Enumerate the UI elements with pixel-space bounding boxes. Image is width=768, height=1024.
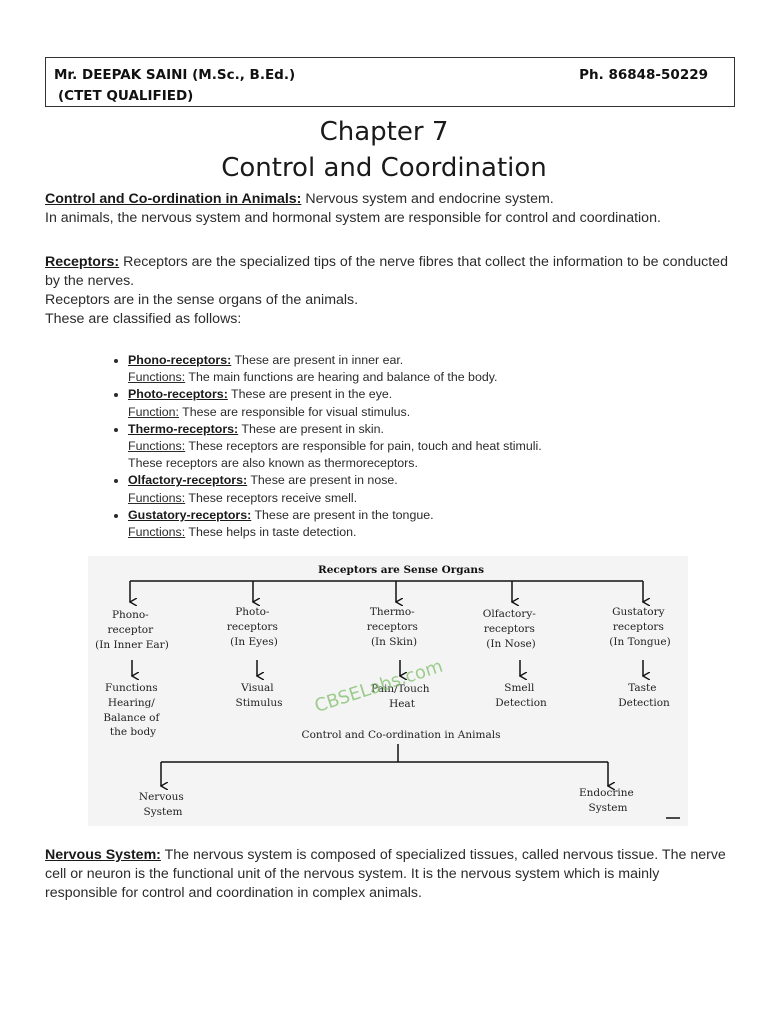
- receptor-desc: These are present in inner ear.: [231, 353, 404, 367]
- receptors-line2: Receptors are in the sense organs of the…: [45, 292, 359, 308]
- receptor-desc: These are present in nose.: [247, 473, 398, 488]
- chapter-number: Chapter 7: [319, 117, 449, 147]
- intro-paragraph: Control and Co-ordination in Animals: Ne…: [45, 190, 735, 228]
- intro-text: Nervous system and endocrine system.: [301, 191, 554, 207]
- function-text: The main functions are hearing and balan…: [185, 370, 498, 385]
- chapter-title: Control and Coordination: [221, 153, 547, 183]
- function-text: These helps in taste detection.: [185, 525, 357, 540]
- author-header: Mr. DEEPAK SAINI (M.Sc., B.Ed.) (CTET QU…: [45, 57, 735, 107]
- nervous-system-paragraph: Nervous System: The nervous system is co…: [45, 846, 735, 903]
- receptor-name: Photo-receptors:: [128, 387, 228, 402]
- node-olfactory: Olfactory- receptors (In Nose): [483, 608, 539, 650]
- function-text: These receptors receive smell.: [185, 490, 358, 505]
- receptor-diagram-svg: Receptors are Sense Organs Phono- recept…: [95, 564, 680, 819]
- function-label: Functions:: [128, 525, 186, 540]
- function-label: Functions:: [128, 439, 186, 454]
- node-gustatory: Gustatory receptors (In Tongue): [609, 606, 670, 648]
- receptor-extra: These receptors are also known as thermo…: [128, 456, 418, 471]
- list-item: Thermo-receptors: These are present in s…: [128, 421, 728, 473]
- diagram-title: Receptors are Sense Organs: [318, 564, 484, 576]
- receptor-name: Olfactory-receptors:: [128, 473, 248, 488]
- list-item: Phono-receptors: These are present in in…: [128, 352, 728, 386]
- nervous-system-text: The nervous system is composed of specia…: [45, 847, 726, 901]
- diagram-subtitle: Control and Co-ordination in Animals: [302, 729, 501, 741]
- receptors-label: Receptors:: [45, 254, 120, 270]
- receptor-desc: These are present in skin.: [238, 421, 384, 436]
- result-olfactory: Smell Detection: [495, 682, 547, 709]
- node-nervous-system: Nervous System: [139, 791, 187, 818]
- receptor-diagram: Receptors are Sense Organs Phono- recept…: [88, 556, 688, 826]
- receptor-desc: These are present in the tongue.: [251, 507, 434, 522]
- receptor-name: Phono-receptors:: [128, 353, 232, 367]
- receptor-name: Thermo-receptors:: [128, 421, 239, 436]
- receptors-line3: These are classified as follows:: [45, 311, 242, 327]
- function-label: Functions:: [128, 490, 186, 505]
- list-item: Photo-receptors: These are present in th…: [128, 386, 728, 420]
- list-item: Gustatory-receptors: These are present i…: [128, 507, 728, 541]
- node-phono: Phono- receptor (In Inner Ear): [95, 609, 169, 651]
- result-thermo: Pain/Touch Heat: [371, 683, 433, 710]
- author-name: Mr. DEEPAK SAINI (M.Sc., B.Ed.): [54, 67, 296, 83]
- function-label: Function:: [128, 404, 179, 419]
- node-endocrine-system: Endocrine System: [579, 787, 637, 814]
- author-qualification: (CTET QUALIFIED): [58, 88, 194, 104]
- receptor-name: Gustatory-receptors:: [128, 507, 252, 522]
- result-photo: Visual Stimulus: [236, 682, 283, 709]
- receptor-list: Phono-receptors: These are present in in…: [108, 352, 728, 541]
- node-photo: Photo- receptors (In Eyes): [227, 606, 281, 648]
- intro-label: Control and Co-ordination in Animals:: [45, 191, 302, 207]
- function-text: These are responsible for visual stimulu…: [178, 404, 411, 419]
- result-gustatory: Taste Detection: [618, 682, 670, 709]
- receptors-paragraph: Receptors: Receptors are the specialized…: [45, 253, 735, 329]
- intro-line2: In animals, the nervous system and hormo…: [45, 210, 661, 226]
- list-item: Olfactory-receptors: These are present i…: [128, 472, 728, 506]
- receptors-text: Receptors are the specialized tips of th…: [45, 254, 728, 289]
- function-label: Functions:: [128, 370, 186, 385]
- node-thermo: Thermo- receptors (In Skin): [367, 606, 421, 648]
- function-text: These receptors are responsible for pain…: [185, 439, 542, 454]
- receptor-desc: These are present in the eye.: [227, 387, 393, 402]
- author-phone: Ph. 86848-50229: [579, 67, 708, 83]
- nervous-system-label: Nervous System:: [45, 847, 161, 863]
- result-phono: Functions Hearing/ Balance of the body: [103, 682, 162, 738]
